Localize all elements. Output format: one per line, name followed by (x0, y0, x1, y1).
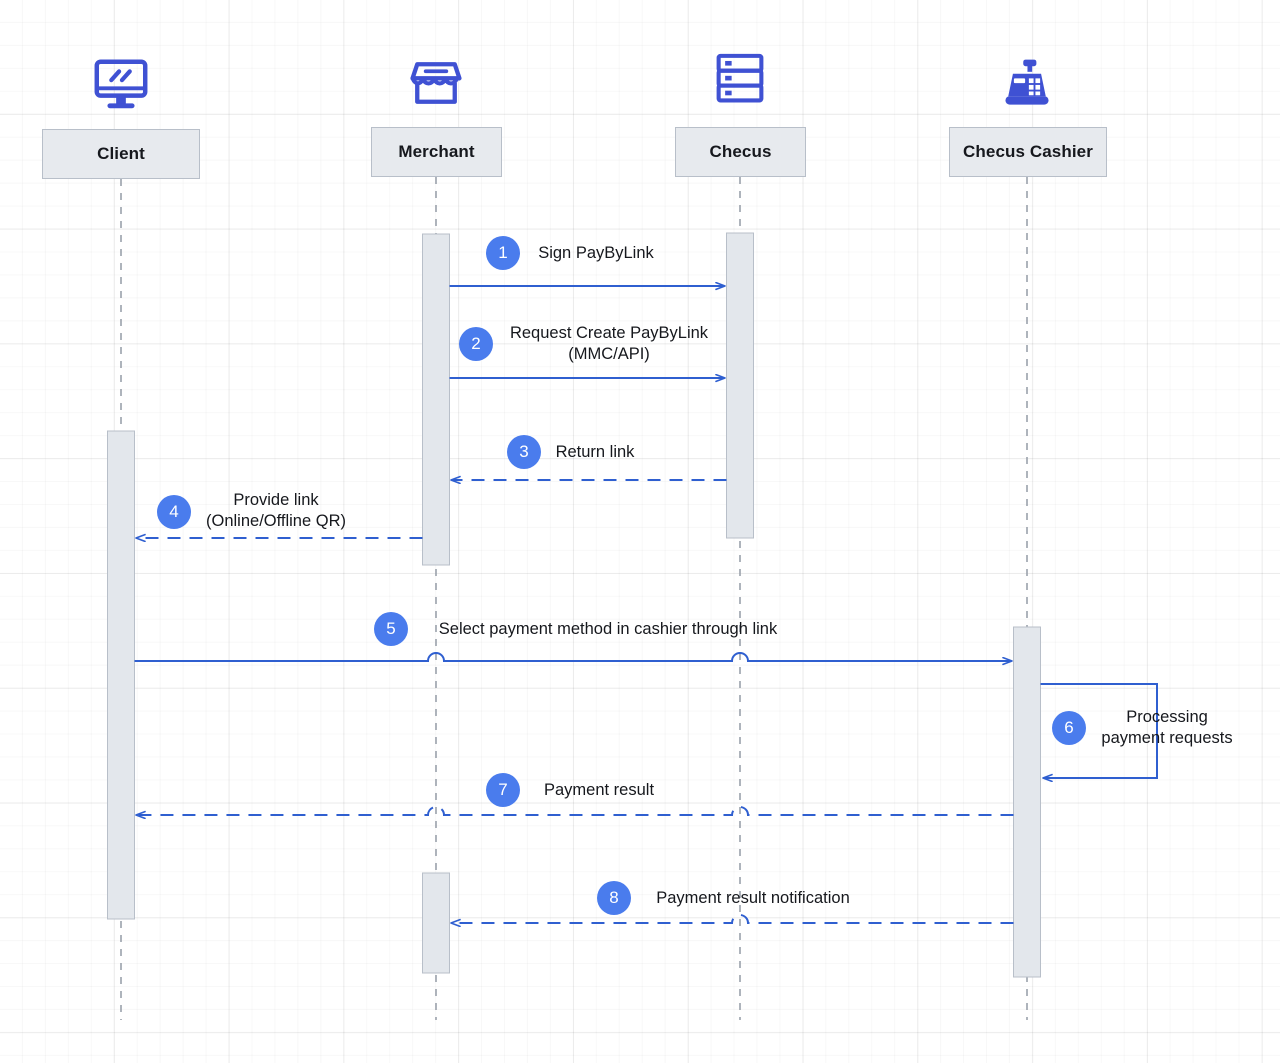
activation-bar-client-2 (107, 430, 135, 920)
activation-bar-merchant-0 (422, 233, 450, 566)
message-arrow-8 (452, 914, 1014, 923)
message-label-4: Provide link (Online/Offline QR) (206, 491, 346, 530)
actor-label-client: Client (97, 144, 145, 163)
server-rack-icon (714, 52, 766, 108)
message-label-6: Processing payment requests (1101, 708, 1233, 747)
step-badge-6[interactable]: 6 (1052, 711, 1086, 745)
step-badge-5[interactable]: 5 (374, 612, 408, 646)
step-badge-8[interactable]: 8 (597, 881, 631, 915)
storefront-icon (406, 53, 466, 113)
monitor-icon (90, 53, 152, 115)
actor-label-merchant: Merchant (398, 142, 475, 161)
message-arrow-6 (1040, 683, 1158, 778)
cash-register-icon (997, 55, 1057, 113)
actor-box-client[interactable]: Client (42, 129, 200, 179)
activation-bar-cashier-3 (1013, 626, 1041, 978)
message-label-1: Sign PayByLink (538, 244, 654, 262)
step-badge-4[interactable]: 4 (157, 495, 191, 529)
message-arrow-7 (137, 806, 1014, 815)
step-badge-7[interactable]: 7 (486, 773, 520, 807)
message-label-3: Return link (555, 443, 635, 461)
step-badge-1[interactable]: 1 (486, 236, 520, 270)
message-label-7: Payment result (543, 781, 655, 799)
activation-bar-merchant-4 (422, 872, 450, 974)
actor-label-cashier: Checus Cashier (963, 142, 1093, 161)
actor-box-checus[interactable]: Checus (675, 127, 806, 177)
message-label-8: Payment result notification (656, 889, 850, 907)
message-arrow-5 (134, 652, 1012, 661)
actor-label-checus: Checus (709, 142, 772, 161)
activation-bar-checus-1 (726, 232, 754, 539)
message-label-2: Request Create PayByLink (MMC/API) (509, 324, 709, 363)
actor-box-cashier[interactable]: Checus Cashier (949, 127, 1107, 177)
step-badge-2[interactable]: 2 (459, 327, 493, 361)
actor-box-merchant[interactable]: Merchant (371, 127, 502, 177)
message-label-5: Select payment method in cashier through… (438, 620, 778, 638)
step-badge-3[interactable]: 3 (507, 435, 541, 469)
